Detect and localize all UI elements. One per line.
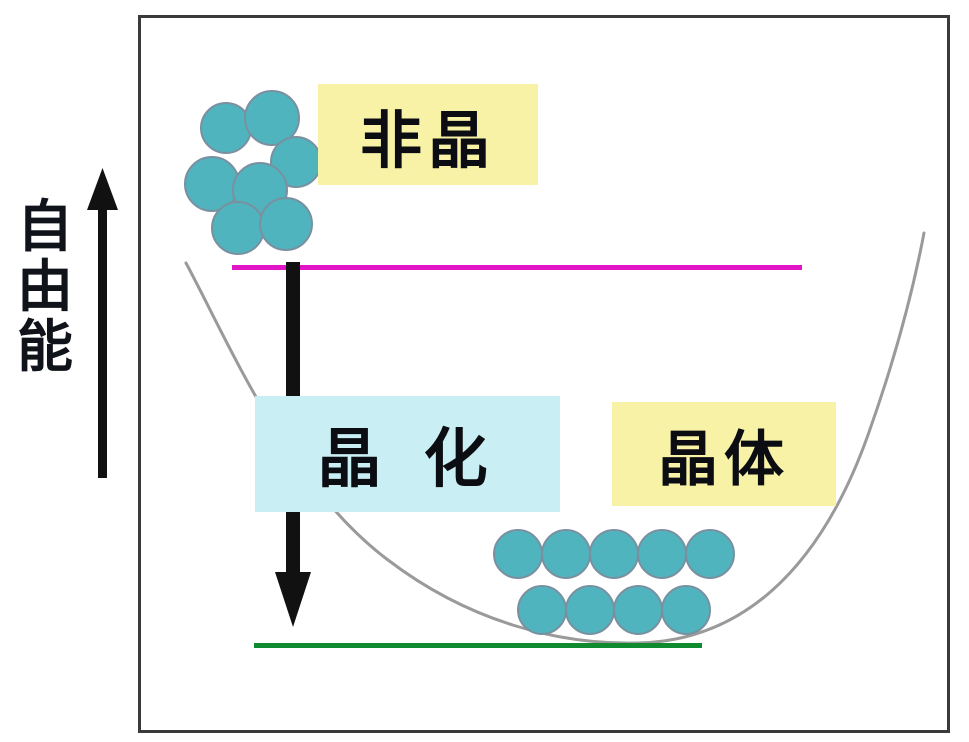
atom	[211, 201, 265, 255]
atom	[517, 585, 567, 635]
crystal-particle-cluster	[492, 520, 740, 648]
atom	[565, 585, 615, 635]
crystal-energy-level-line	[254, 643, 702, 648]
atom	[589, 529, 639, 579]
atom	[637, 529, 687, 579]
atom	[541, 529, 591, 579]
atom	[259, 197, 313, 251]
atom	[685, 529, 735, 579]
crystal-callout: 晶体	[612, 402, 836, 506]
axis-label-char-3: 能	[17, 314, 73, 380]
atom	[493, 529, 543, 579]
axis-label-char-2: 由	[17, 254, 73, 320]
amorphous-callout: 非晶	[318, 84, 538, 185]
atom	[200, 102, 252, 154]
amorphous-particle-cluster	[168, 86, 336, 266]
crystallization-callout: 晶 化	[255, 396, 560, 512]
free-energy-axis-arrow	[83, 168, 121, 478]
axis-label-char-1: 自	[17, 195, 73, 260]
atom	[613, 585, 663, 635]
amorphous-energy-level-line	[232, 265, 802, 270]
free-energy-axis-label: 自 由 能	[8, 198, 82, 378]
atom	[661, 585, 711, 635]
